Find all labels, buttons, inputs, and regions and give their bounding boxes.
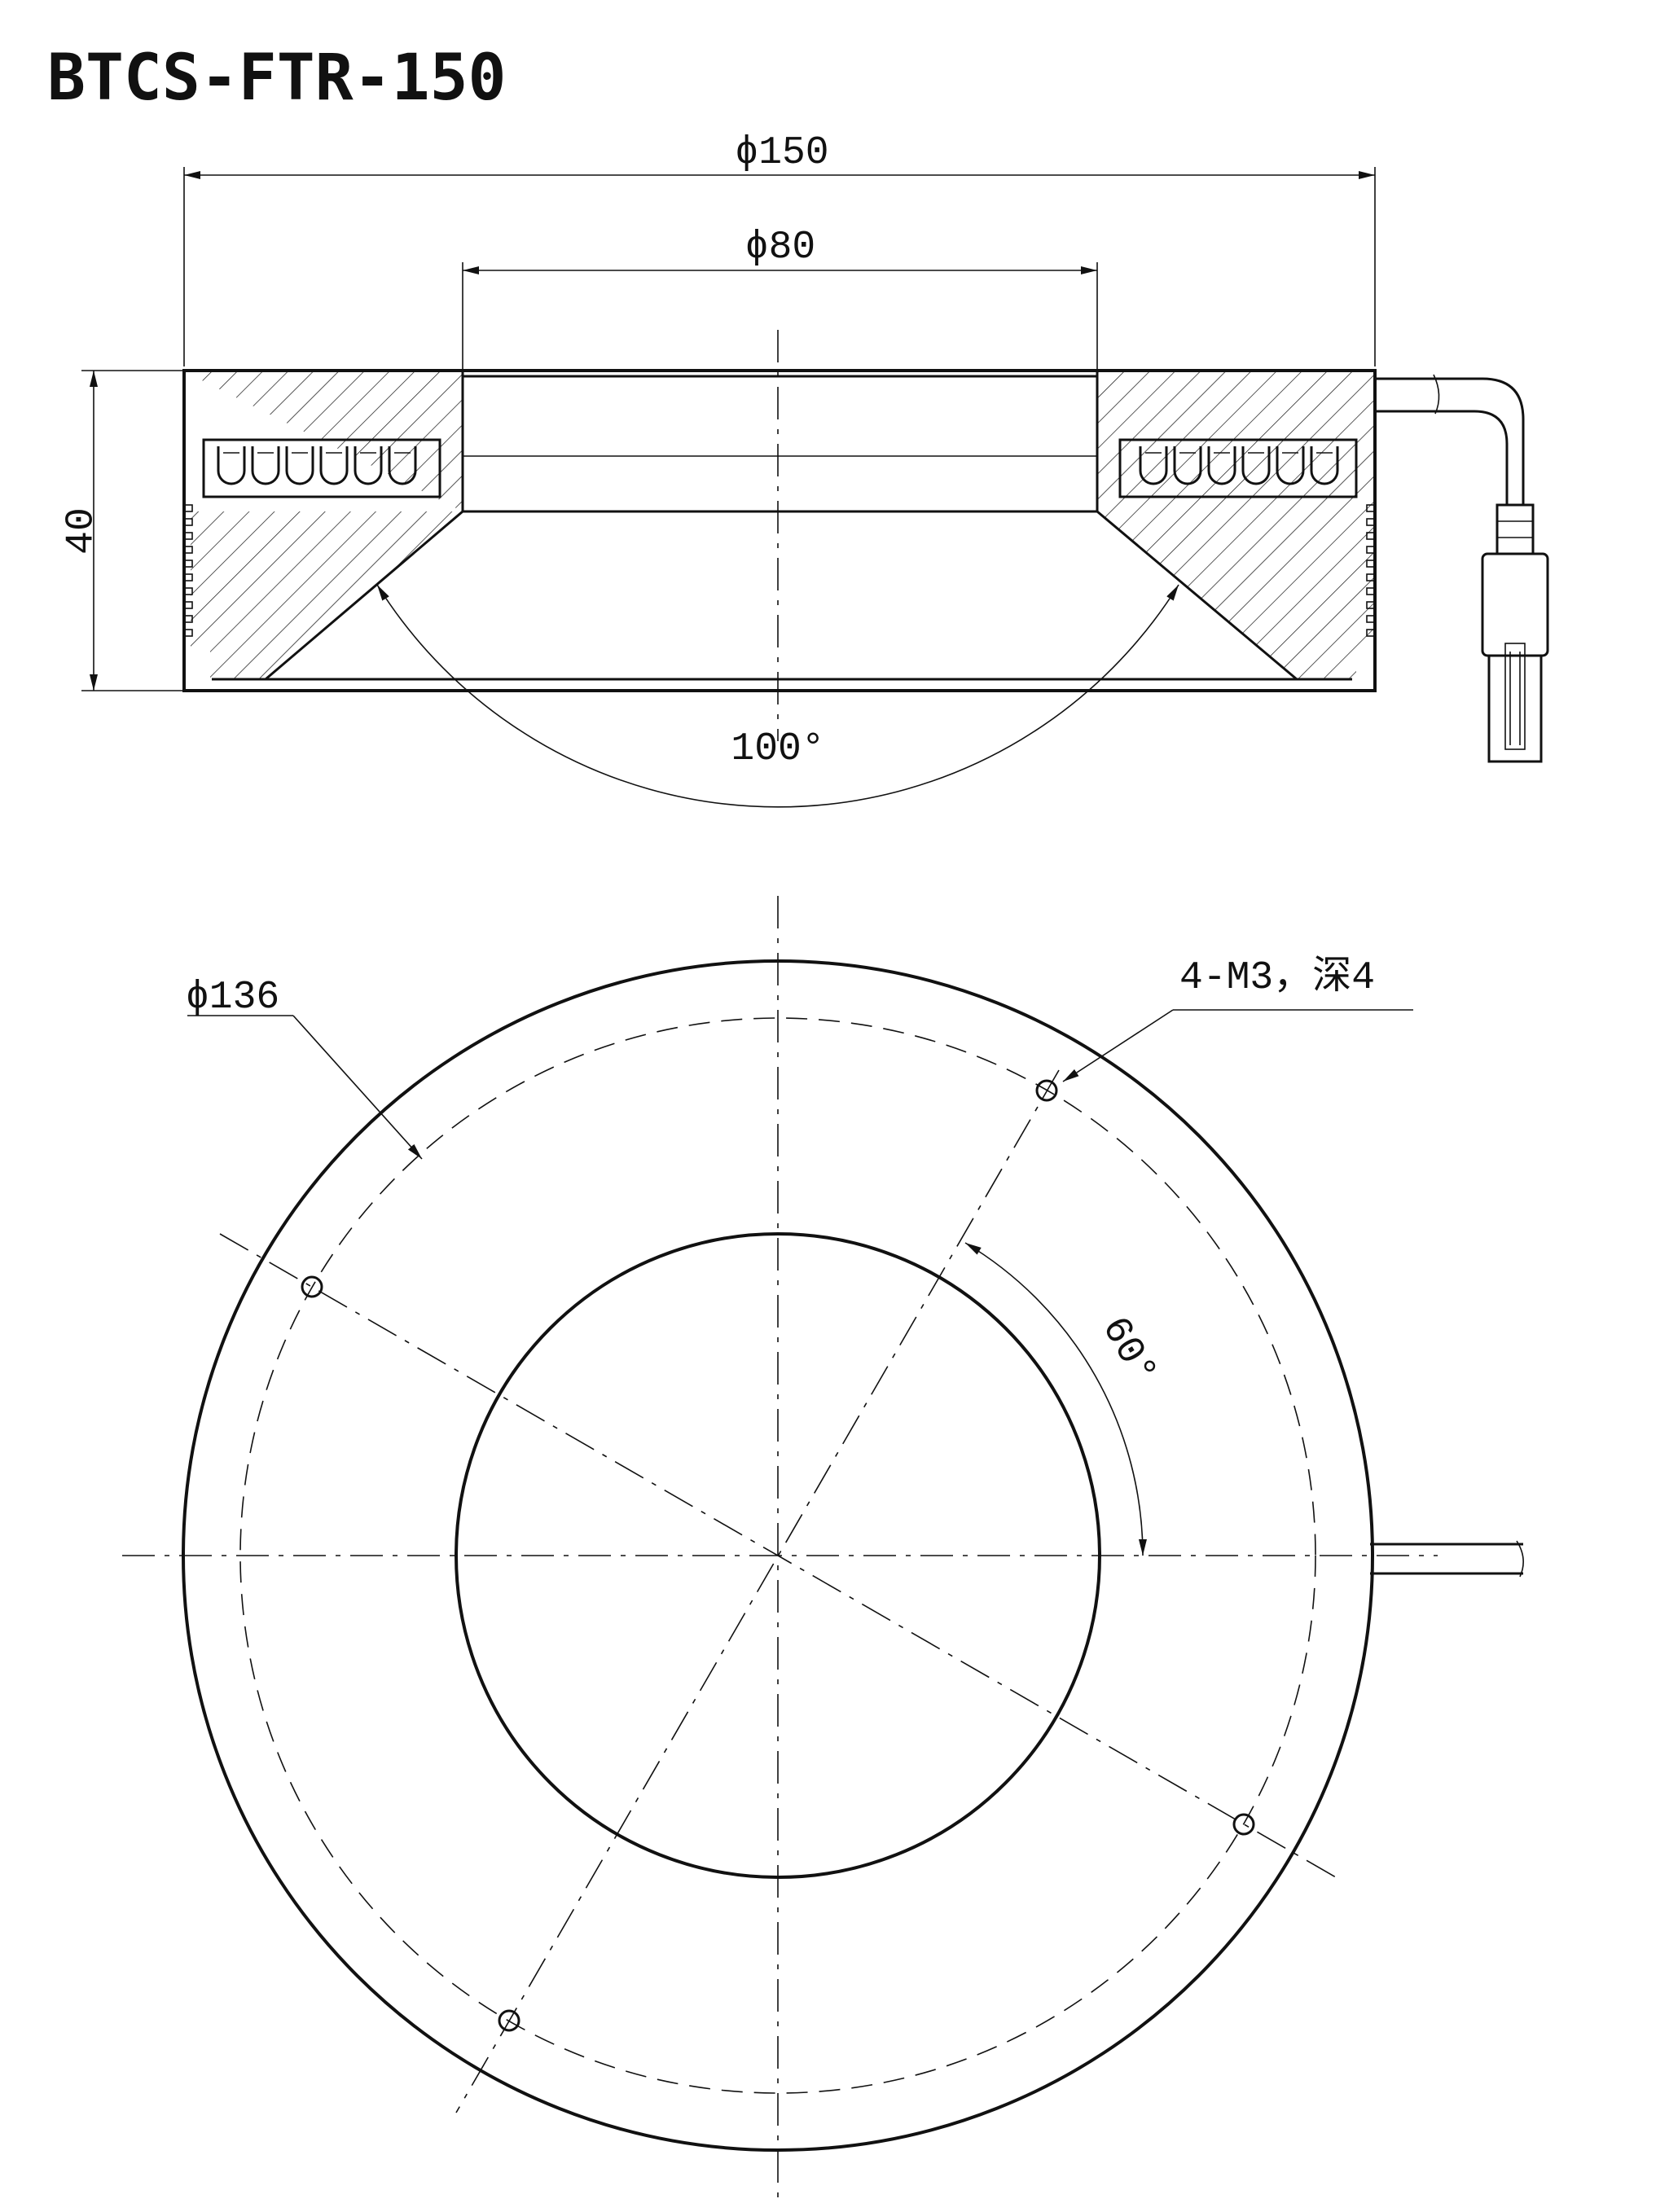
- angle-arc-100: [376, 584, 1179, 808]
- ring-body-outline: [182, 369, 1377, 692]
- leader-holes: [1062, 1009, 1174, 1082]
- right-groove-4: [1366, 546, 1376, 554]
- hole-axis-150: [219, 1233, 1337, 1878]
- angle-arc-60: [964, 1242, 1147, 1556]
- chamfer-right: [1096, 510, 1298, 681]
- led-row-right: [1139, 446, 1339, 485]
- dimension-height: 40: [60, 507, 104, 555]
- cable-connector: [1375, 374, 1549, 763]
- mounting-hole-3: [1232, 1813, 1255, 1836]
- inner-bore-circle: [455, 1232, 1101, 1879]
- chamfer-left: [265, 510, 463, 681]
- left-groove-1: [183, 504, 193, 512]
- left-led-3: [285, 446, 314, 485]
- left-groove-7: [183, 587, 193, 595]
- connector-latch: [1504, 643, 1526, 750]
- leader-bolt-circle: [292, 1015, 423, 1160]
- mounting-hole-1: [1035, 1079, 1058, 1102]
- right-led-4: [1241, 446, 1271, 485]
- left-led-6: [388, 446, 417, 485]
- cable-boot: [1496, 503, 1535, 555]
- section-hatch-right: [1097, 372, 1373, 679]
- right-groove-10: [1366, 629, 1376, 637]
- cable-upper: [1375, 377, 1525, 505]
- angle-label-60: 60°: [1091, 1310, 1165, 1393]
- dimension-inner-diameter: ϕ80: [745, 226, 815, 270]
- left-led-5: [354, 446, 383, 485]
- outer-ring-circle: [182, 959, 1374, 2152]
- left-groove-2: [183, 518, 193, 526]
- right-led-2: [1173, 446, 1202, 485]
- connector-housing: [1481, 552, 1549, 657]
- angle-label-100: 100°: [731, 727, 824, 771]
- bolt-circle: [239, 1017, 1316, 2094]
- left-groove-6: [183, 573, 193, 582]
- right-groove-6: [1366, 573, 1376, 582]
- drawing-title: BTCS-FTR-150: [47, 42, 507, 115]
- right-groove-7: [1366, 587, 1376, 595]
- right-led-3: [1207, 446, 1236, 485]
- left-led-4: [319, 446, 349, 485]
- bolt-circle-label: ϕ136: [186, 976, 279, 1020]
- top-view: ϕ136 4-M3，深4 60°: [122, 896, 1524, 2199]
- left-led-2: [251, 446, 280, 485]
- left-groove-10: [183, 629, 193, 637]
- right-groove-1: [1366, 504, 1376, 512]
- right-groove-5: [1366, 560, 1376, 568]
- right-led-1: [1139, 446, 1168, 485]
- hole-callout: 4-M3，深4: [1179, 955, 1375, 1000]
- left-groove-5: [183, 560, 193, 568]
- hole-axis-60: [455, 1069, 1060, 2113]
- left-groove-3: [183, 532, 193, 540]
- dimension-outer-diameter: ϕ150: [735, 131, 828, 175]
- section-hatch-left: [186, 372, 463, 679]
- led-bay-right: [1118, 438, 1358, 498]
- left-led-1: [217, 446, 246, 485]
- right-groove-2: [1366, 518, 1376, 526]
- right-groove-9: [1366, 615, 1376, 623]
- left-groove-9: [183, 615, 193, 623]
- mounting-hole-2: [301, 1275, 323, 1298]
- right-led-6: [1310, 446, 1339, 485]
- right-groove-3: [1366, 532, 1376, 540]
- cooling-grooves-right: [1366, 504, 1376, 637]
- cooling-grooves-left: [183, 504, 193, 637]
- right-groove-8: [1366, 601, 1376, 609]
- led-bay-left: [202, 438, 441, 498]
- cable-stub-break: [1516, 1540, 1524, 1578]
- right-led-5: [1276, 446, 1305, 485]
- left-groove-4: [183, 546, 193, 554]
- mounting-hole-4: [498, 2009, 520, 2032]
- left-groove-8: [183, 601, 193, 609]
- cable-break-mark: [1433, 374, 1440, 415]
- connector-plug: [1487, 654, 1543, 763]
- side-view: ϕ150 ϕ80 40 100°: [60, 131, 1549, 808]
- led-row-left: [217, 446, 417, 485]
- cable-lower: [1375, 410, 1509, 505]
